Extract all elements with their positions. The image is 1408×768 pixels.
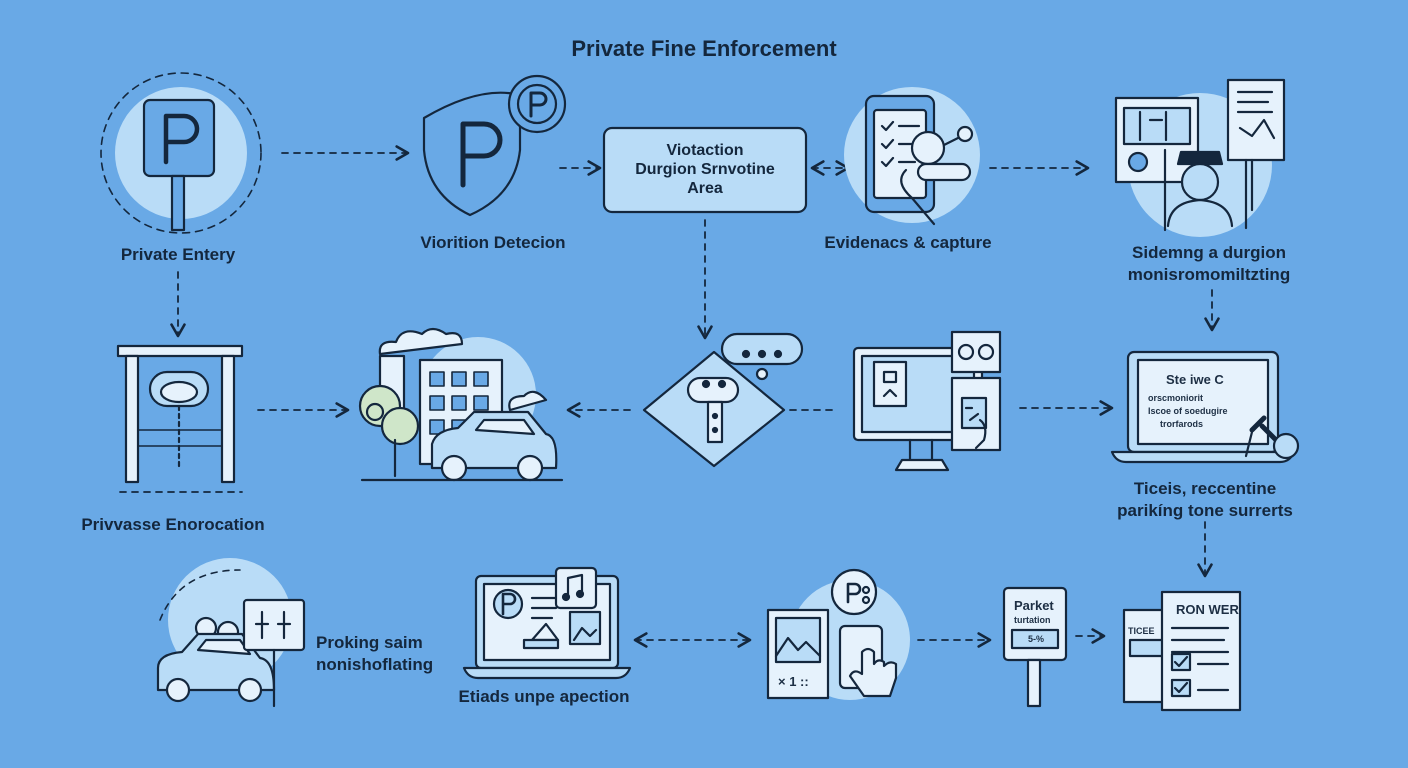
monitor-icon <box>852 330 1002 472</box>
proking-line-1: Proking saim <box>316 633 423 652</box>
node-violation-detection: Viorition Detecion <box>420 233 566 252</box>
violation-box-text: Viotaction Durgion Srnvotine Area <box>604 141 806 198</box>
screen-line-4: trorfarods <box>1160 419 1204 429</box>
city-car-icon <box>358 327 564 482</box>
violation-box-line-2: Durgion Srnvotine <box>635 161 775 178</box>
document-checklist-icon <box>1122 590 1242 712</box>
parking-sign-icon <box>100 72 262 234</box>
screen-line-3: Iscoe of soedugire <box>1148 406 1228 416</box>
officer-board-icon <box>1114 78 1286 237</box>
tickets-line-1: Ticeis, reccentine <box>1133 479 1277 498</box>
violation-area-box <box>602 126 808 214</box>
node-tickets: Ticeis, reccentine parikíng tone surrert… <box>1100 478 1310 522</box>
proking-line-2: nonishoflating <box>316 655 434 674</box>
car-person-icon <box>156 558 306 708</box>
connector-arrows <box>119 145 1220 648</box>
sign-line-2: turtation <box>1014 615 1051 625</box>
sidemng-line-1: Sidemng a durgion <box>1132 243 1286 262</box>
laptop-media-icon <box>462 566 632 680</box>
camera-diamond-icon <box>642 332 804 468</box>
tickets-line-2: parikíng tone surrerts <box>1117 501 1293 520</box>
diagram-title: Private Fine Enforcement <box>571 36 837 61</box>
parking-post-icon <box>1002 586 1068 708</box>
screen-line-1: Ste iwe C <box>1166 372 1224 387</box>
node-evidence-capture: Evidenacs & capture <box>824 233 992 252</box>
violation-box-line-1: Viotaction <box>666 142 744 159</box>
node-privasse-enorocation: Privvasse Enorocation <box>81 515 265 534</box>
laptop-screen-icon <box>1110 350 1300 464</box>
sign-line-3: 5-% <box>1028 634 1045 644</box>
screen-line-2: orscmoniorit <box>1148 393 1204 403</box>
violation-box-line-3: Area <box>687 180 723 197</box>
sign-line-1: Parket <box>1014 598 1054 613</box>
pad-label: × 1 :: <box>778 674 809 689</box>
doc-front-label: RON WER <box>1176 602 1239 617</box>
node-proking: Proking saim nonishoflating <box>316 632 460 676</box>
sidemng-line-2: monisromomiltzting <box>1127 265 1291 284</box>
node-private-entry: Private Entery <box>120 245 236 264</box>
phone-checklist-icon <box>844 87 980 226</box>
shield-parking-icon <box>422 74 567 217</box>
node-etiads: Etiads unpe apection <box>458 687 630 706</box>
gate-sensor-icon <box>116 344 244 484</box>
tablet-touch-icon <box>766 568 910 700</box>
node-sidemng: Sidemng a durgion monisromomiltzting <box>1104 242 1314 286</box>
doc-back-label: TICEE <box>1128 626 1155 636</box>
